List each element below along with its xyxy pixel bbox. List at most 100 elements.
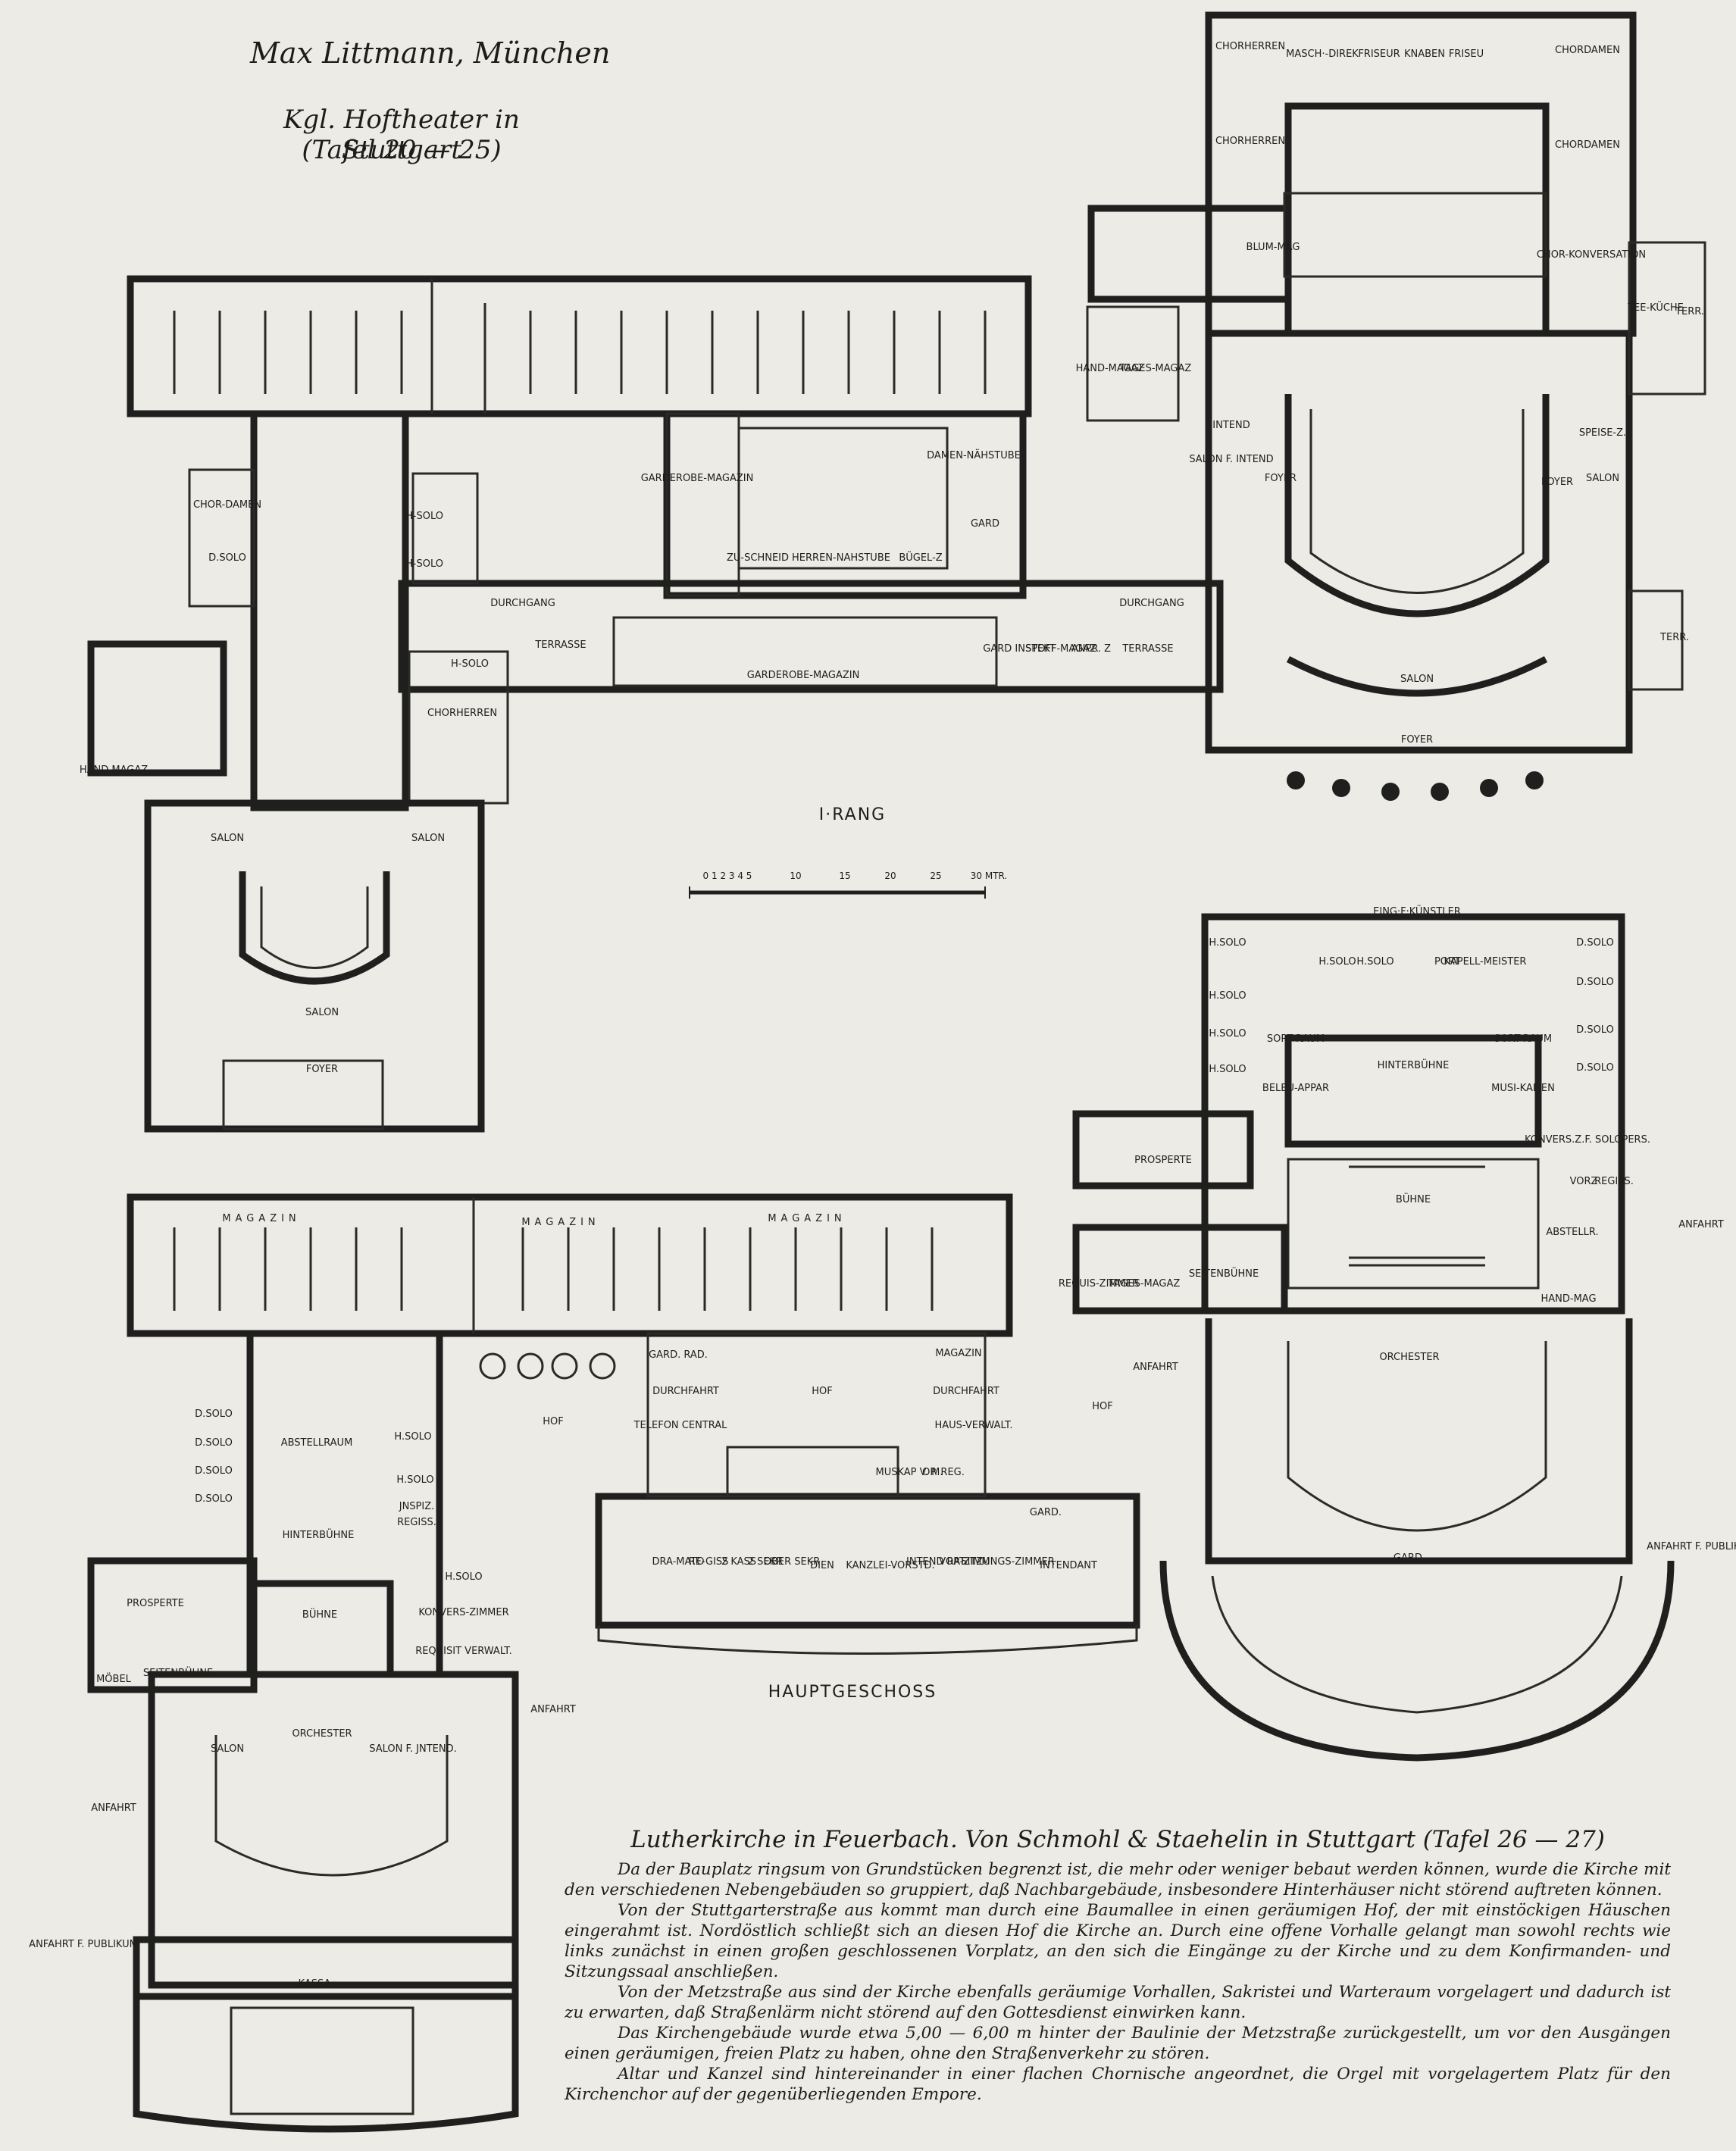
room-label: H.SOLO — [445, 1571, 482, 1583]
room-label: ANFAHRT F. PUBLIKUM — [1647, 1541, 1736, 1552]
room-label: REQUIS-ZIMMER — [1059, 1278, 1139, 1290]
room-label: FOYER — [1265, 473, 1297, 484]
room-label: SEITENBÜHNE — [1189, 1267, 1259, 1280]
room-label: HINTERBÜHNE — [1378, 1058, 1450, 1071]
room-label: DIEN — [810, 1560, 834, 1571]
room-label: KASSA — [299, 1978, 331, 1990]
room-label: GARD — [971, 518, 999, 530]
upper-stage-block — [1205, 11, 1637, 337]
room-label: CHOR-KONVERSATION — [1537, 249, 1646, 261]
room-label: MUSI-KALIEN — [1491, 1083, 1555, 1094]
room-label: D.SOLO — [195, 1408, 233, 1420]
room-label: REGISS. — [397, 1517, 436, 1528]
scale-tick: 30 MTR. — [971, 871, 1008, 881]
room-label: FOYER — [1541, 477, 1573, 488]
room-label: D.SOLO — [195, 1493, 233, 1505]
room-label: PROSPERTE — [127, 1598, 184, 1609]
room-label: H-SOLO — [405, 511, 443, 522]
scale-bar: 0 1 2 3 4 5 10 15 20 25 30 MTR. — [689, 871, 1008, 899]
room-label: BÜHNE — [1396, 1193, 1431, 1205]
room-label: BLUM-MAG — [1246, 242, 1300, 253]
room-label: SALON F. JNTEND. — [369, 1743, 457, 1755]
room-label: SORT-RAUM — [1494, 1033, 1552, 1045]
room-label: CHORHERREN — [427, 708, 497, 719]
upper-small-theatre — [144, 799, 485, 1133]
room-label: D.SOLO — [1576, 937, 1614, 949]
room-label: GARD. RAD. — [649, 1349, 708, 1361]
room-label: SALON — [211, 1743, 244, 1755]
room-label: MASCH·-DIREK — [1286, 48, 1359, 60]
room-label: SALON — [1586, 473, 1619, 484]
courtyard-trees — [479, 1352, 616, 1380]
room-label: HOF — [543, 1416, 564, 1427]
room-label: H.SOLO — [394, 1431, 431, 1443]
lower-stage-block — [1201, 913, 1625, 1315]
room-label: KAPELL-MEISTER — [1444, 956, 1527, 968]
room-label: DURCHGANG — [490, 598, 555, 609]
room-label: OBER SEKR — [764, 1556, 821, 1568]
room-label: D.SOLO — [195, 1437, 233, 1449]
room-label: REGISS. — [1594, 1176, 1634, 1187]
room-label: MUSKAP V. M. — [876, 1467, 943, 1478]
room-label: ANFAHRT — [1678, 1219, 1724, 1230]
room-label: ANFAHRT — [1133, 1362, 1178, 1373]
upper-room-labels: CHORHERREN CHORHERREN MASCH·-DIREK FRISE… — [80, 41, 1704, 1075]
room-label: CHOR-DAMEN — [193, 499, 261, 511]
room-label: GARD INSPEKT — [983, 643, 1056, 655]
room-label: TERR. — [1675, 306, 1704, 317]
room-label: H.SOLO — [1209, 1028, 1246, 1040]
lower-plan — [87, 913, 1675, 2133]
room-label: SALON — [211, 833, 244, 844]
room-label: H.SOLO — [1209, 990, 1246, 1002]
room-label: ANFAHRT — [91, 1802, 136, 1814]
room-label: HAND MAGAZ — [80, 764, 148, 776]
room-label: INTENDANT — [1040, 1560, 1097, 1571]
room-label: SALON — [305, 1007, 339, 1018]
upper-corridor — [398, 580, 1224, 693]
room-label: H-SOLO — [451, 658, 489, 670]
scale-tick: 0 1 2 3 4 5 — [703, 871, 752, 881]
room-label: KONVERS.Z.F. SOLOPERS. — [1525, 1134, 1650, 1146]
room-label: PORT — [1434, 956, 1460, 968]
room-label: MAGAZIN — [222, 1213, 300, 1224]
room-label: FOYER — [306, 1064, 338, 1075]
room-label: TAGES-MAGAZ — [1108, 1278, 1181, 1290]
room-label: CHORDAMEN — [1555, 139, 1620, 151]
upper-auditorium — [1205, 333, 1633, 754]
room-label: ANFAHRT — [530, 1704, 576, 1715]
room-label: D.SOLO — [1576, 1024, 1614, 1036]
room-label: INTEND — [1212, 420, 1250, 431]
lower-big-auditorium — [1205, 1318, 1633, 1565]
room-label: MAGAZIN — [935, 1348, 981, 1359]
room-label: SALON — [1400, 674, 1434, 685]
room-label: MAGAZIN — [768, 1213, 846, 1224]
lower-magazine-racks — [173, 1227, 934, 1311]
room-label: TELEFON CENTRAL — [633, 1420, 728, 1431]
room-label: SPEISE-Z. — [1579, 427, 1626, 439]
room-label: PROSPERTE — [1134, 1155, 1192, 1166]
room-label: STOFF-MAGAZ — [1025, 643, 1096, 655]
room-label: ORCHESTER — [1379, 1352, 1439, 1363]
room-label: RE-GISS — [689, 1556, 729, 1568]
room-label: JNSPIZ. — [399, 1501, 435, 1512]
room-label: DRA-MATO — [652, 1556, 704, 1568]
room-label: INTEND RAT — [906, 1556, 965, 1568]
room-label: HOF — [1092, 1401, 1113, 1412]
room-label: KNABEN — [1404, 48, 1445, 60]
room-label: HAND-MAG — [1541, 1293, 1596, 1305]
room-label: D.SOLO — [195, 1465, 233, 1477]
room-label: D.SOLO — [208, 552, 246, 564]
room-label: SALON — [411, 833, 445, 844]
room-label: OP. REG. — [922, 1467, 965, 1478]
lower-magazine-wing — [127, 1193, 1013, 1337]
room-label: VOR-ZIMM. — [939, 1556, 993, 1568]
room-label: EING·F·KÜNSTLER — [1373, 905, 1461, 918]
room-label: GARDEROBE-MAGAZIN — [747, 670, 860, 681]
room-label: SEITENBÜHNE — [143, 1666, 213, 1679]
room-label: H-SOLO — [405, 558, 443, 570]
room-label: ANPR. Z — [1071, 643, 1111, 655]
room-label: H.SOLO — [1318, 956, 1356, 968]
room-label: H.SOLO — [396, 1474, 433, 1486]
stage-lines — [1349, 1165, 1485, 1267]
article-paragraph: Altar und Kanzel sind hintereinander in … — [565, 2065, 1671, 2104]
